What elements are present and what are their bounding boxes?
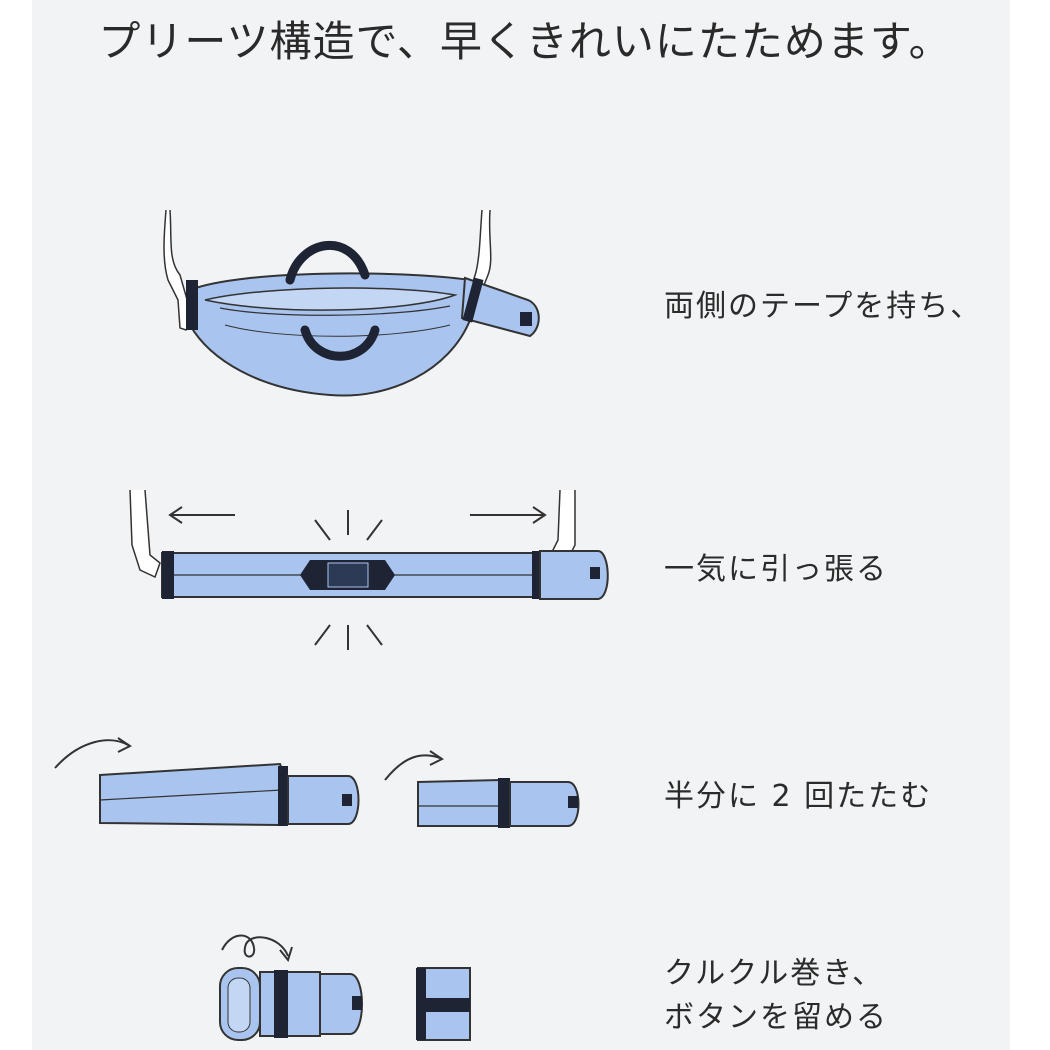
step-2-text: 一気に引っ張る bbox=[664, 552, 888, 587]
left-arrow-icon bbox=[168, 506, 235, 524]
step-1-text: 両側のテープを持ち、 bbox=[664, 289, 983, 324]
background-panel bbox=[32, 0, 1010, 1050]
step-4-text: クルクル巻き、 ボタンを留める bbox=[664, 956, 888, 1035]
finished-pouch bbox=[416, 967, 471, 1041]
curved-arrow-icon bbox=[54, 737, 132, 769]
right-arrow-icon bbox=[470, 506, 547, 524]
rolled-pouch bbox=[539, 550, 609, 600]
left-hand-icon bbox=[129, 489, 161, 579]
step-4-illustration bbox=[219, 934, 471, 1041]
rolled-pouch bbox=[460, 276, 540, 338]
step-3-illustration bbox=[54, 737, 580, 828]
step-2-illustration bbox=[129, 489, 609, 650]
curved-arrow-icon bbox=[384, 750, 444, 781]
rolled-bag bbox=[219, 967, 363, 1041]
step-3-text: 半分に 2 回たたむ bbox=[664, 779, 933, 814]
page-title: プリーツ構造で、早くきれいにたためます。 bbox=[98, 17, 952, 66]
burst-lines-icon bbox=[314, 510, 383, 650]
top-handle bbox=[285, 241, 370, 285]
step-1-illustration bbox=[163, 209, 540, 397]
bottom-handle bbox=[300, 325, 380, 361]
rolling-arrow-icon bbox=[221, 934, 293, 963]
folded-bag-2 bbox=[417, 778, 501, 827]
